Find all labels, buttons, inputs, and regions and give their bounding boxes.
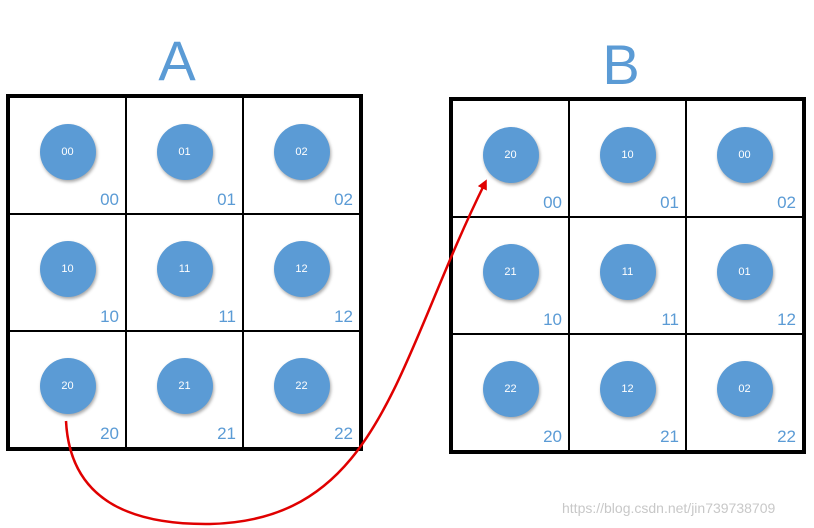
watermark: https://blog.csdn.net/jin739738709: [562, 500, 776, 516]
grid-b-cell-index: 11: [661, 310, 679, 329]
grid-a-cell-index: 11: [218, 307, 236, 326]
grid-a-circle: 12: [273, 240, 330, 297]
grid-b-title: B: [602, 33, 640, 96]
grid-b-cell: 11 11: [569, 217, 686, 334]
grid-a-cell-index: 22: [334, 424, 353, 443]
grid-b-circle: 20: [482, 126, 539, 183]
grid-a-cell-index: 20: [100, 424, 119, 443]
grid-b-cell-index: 20: [543, 427, 562, 446]
grid-b-circle: 11: [599, 243, 656, 300]
grid-b-cell-index: 21: [660, 427, 679, 446]
arrow-path: [64, 179, 487, 526]
grid-a-cell-index: 12: [334, 307, 353, 326]
grid-b-circle: 21: [482, 243, 539, 300]
grid-a-circle: 02: [273, 123, 330, 180]
grid-b-cell-index: 10: [543, 310, 562, 329]
grid-b-cell-index: 02: [777, 193, 796, 212]
grid-a-cell-index: 01: [217, 190, 236, 209]
grid-a-cell-index: 00: [100, 190, 119, 209]
grid-a-circle: 00: [39, 123, 96, 180]
grid-b-circle: 12: [599, 360, 656, 417]
grid-a-cell-index: 02: [334, 190, 353, 209]
grid-a-title: A: [158, 29, 196, 92]
grid-b-cell-index: 12: [777, 310, 796, 329]
grid-b-circle: 00: [716, 126, 773, 183]
grid-a-circle: 21: [156, 357, 213, 414]
grid-a-circle: 11: [156, 240, 213, 297]
grid-a-circle: 10: [39, 240, 96, 297]
grid-a-circle: 22: [273, 357, 330, 414]
grid-a-cell: 11 11: [126, 214, 243, 331]
grid-a-circle: 20: [39, 357, 96, 414]
grid-b-cell-index: 00: [543, 193, 562, 212]
grid-b-circle: 02: [716, 360, 773, 417]
grid-a-cell-index: 10: [100, 307, 119, 326]
grid-b-circle: 10: [599, 126, 656, 183]
grid-a-circle: 01: [156, 123, 213, 180]
grid-b-circle: 22: [482, 360, 539, 417]
grid-b-cell-index: 22: [777, 427, 796, 446]
grid-b-cell-index: 01: [660, 193, 679, 212]
grid-a-cell-index: 21: [217, 424, 236, 443]
grid-b-circle: 01: [716, 243, 773, 300]
